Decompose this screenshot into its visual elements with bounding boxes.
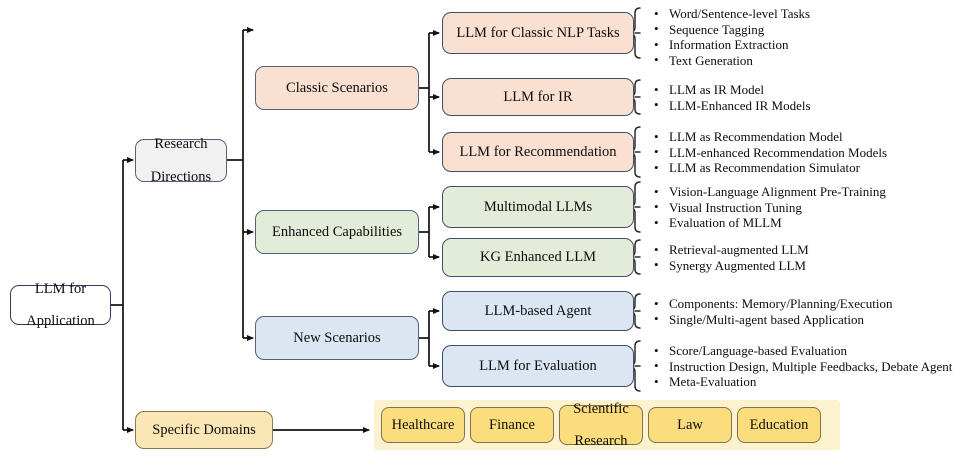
list-item: LLM-enhanced Recommendation Models <box>652 144 887 161</box>
list-item: LLM as Recommendation Model <box>652 129 887 145</box>
domain-scientific-research-label: Scientific Research <box>563 401 639 450</box>
node-classic-scenarios[interactable]: Classic Scenarios <box>255 66 419 110</box>
node-llm-for-evaluation[interactable]: LLM for Evaluation <box>442 345 634 387</box>
new-scenarios-label: New Scenarios <box>293 329 381 346</box>
node-llm-for-ir[interactable]: LLM for IR <box>442 78 634 116</box>
bullets-llm-for-ir: LLM as IR Model LLM-Enhanced IR Models <box>652 82 811 113</box>
bullets-multimodal-llms: Vision-Language Alignment Pre-Training V… <box>652 184 886 231</box>
list-item: Word/Sentence-level Tasks <box>652 6 810 22</box>
node-label: Research Directions <box>141 136 221 185</box>
research-directions-line-1: Research <box>154 136 208 153</box>
kg-enhanced-llm-label: KG Enhanced LLM <box>480 249 596 266</box>
node-research-directions[interactable]: Research Directions <box>135 136 227 185</box>
enhanced-capabilities-label: Enhanced Capabilities <box>271 223 403 240</box>
list-item: Information Extraction <box>652 37 810 53</box>
root-line-1: LLM for <box>34 280 87 297</box>
node-domain-healthcare[interactable]: Healthcare <box>381 407 465 443</box>
domain-law-label: Law <box>677 416 703 433</box>
list-item: Single/Multi-agent based Application <box>652 311 893 328</box>
node-label: LLM for Application <box>16 281 104 330</box>
bullets-llm-for-evaluation: Score/Language-based Evaluation Instruct… <box>652 343 952 390</box>
list-item: Vision-Language Alignment Pre-Training <box>652 184 886 200</box>
llm-for-ir-label: LLM for IR <box>503 88 573 105</box>
specific-domains-label: Specific Domains <box>152 421 256 438</box>
list-item: LLM as Recommendation Simulator <box>652 160 887 176</box>
bullets-llm-based-agent: Components: Memory/Planning/Execution Si… <box>652 296 893 327</box>
llm-for-classic-nlp-tasks-label: LLM for Classic NLP Tasks <box>456 24 620 41</box>
node-llm-for-classic-nlp-tasks[interactable]: LLM for Classic NLP Tasks <box>442 12 634 54</box>
node-domain-law[interactable]: Law <box>648 407 732 443</box>
domain-finance-label: Finance <box>489 416 535 433</box>
multimodal-llms-label: Multimodal LLMs <box>483 198 593 215</box>
root-line-2: Application <box>26 313 95 330</box>
node-enhanced-capabilities[interactable]: Enhanced Capabilities <box>255 210 419 254</box>
research-directions-line-2: Directions <box>150 168 212 185</box>
bullets-classic-nlp-tasks: Word/Sentence-level Tasks Sequence Taggi… <box>652 6 810 68</box>
llm-based-agent-label: LLM-based Agent <box>484 302 592 319</box>
list-item: Components: Memory/Planning/Execution <box>652 296 893 312</box>
bullets-llm-for-recommendation: LLM as Recommendation Model LLM-enhanced… <box>652 129 887 176</box>
node-domain-education[interactable]: Education <box>737 407 821 443</box>
llm-for-recommendation-label: LLM for Recommendation <box>459 143 617 160</box>
list-item: LLM-Enhanced IR Models <box>652 97 811 114</box>
domain-healthcare-label: Healthcare <box>391 416 455 433</box>
domain-education-label: Education <box>749 416 809 433</box>
node-domain-scientific-research[interactable]: Scientific Research <box>559 401 643 449</box>
node-kg-enhanced-llm[interactable]: KG Enhanced LLM <box>442 238 634 277</box>
scientific-research-line-2: Research <box>574 433 628 450</box>
node-llm-based-agent[interactable]: LLM-based Agent <box>442 291 634 331</box>
list-item: Score/Language-based Evaluation <box>652 343 952 359</box>
bullets-kg-enhanced-llm: Retrieval-augmented LLM Synergy Augmente… <box>652 242 809 273</box>
node-specific-domains[interactable]: Specific Domains <box>135 411 273 449</box>
node-multimodal-llms[interactable]: Multimodal LLMs <box>442 186 634 228</box>
list-item: Instruction Design, Multiple Feedbacks, … <box>652 358 952 375</box>
list-item: Visual Instruction Tuning <box>652 199 886 216</box>
node-domain-finance[interactable]: Finance <box>470 407 554 443</box>
node-llm-for-recommendation[interactable]: LLM for Recommendation <box>442 132 634 172</box>
list-item: Retrieval-augmented LLM <box>652 242 809 258</box>
scientific-research-line-1: Scientific <box>573 400 629 417</box>
node-llm-for-application[interactable]: LLM for Application <box>10 281 111 329</box>
classic-scenarios-label: Classic Scenarios <box>286 79 388 96</box>
list-item: Meta-Evaluation <box>652 374 952 390</box>
llm-for-evaluation-label: LLM for Evaluation <box>479 357 597 374</box>
list-item: Evaluation of MLLM <box>652 215 886 231</box>
list-item: LLM as IR Model <box>652 82 811 98</box>
list-item: Text Generation <box>652 52 810 69</box>
node-new-scenarios[interactable]: New Scenarios <box>255 316 419 360</box>
list-item: Sequence Tagging <box>652 21 810 38</box>
list-item: Synergy Augmented LLM <box>652 257 809 274</box>
